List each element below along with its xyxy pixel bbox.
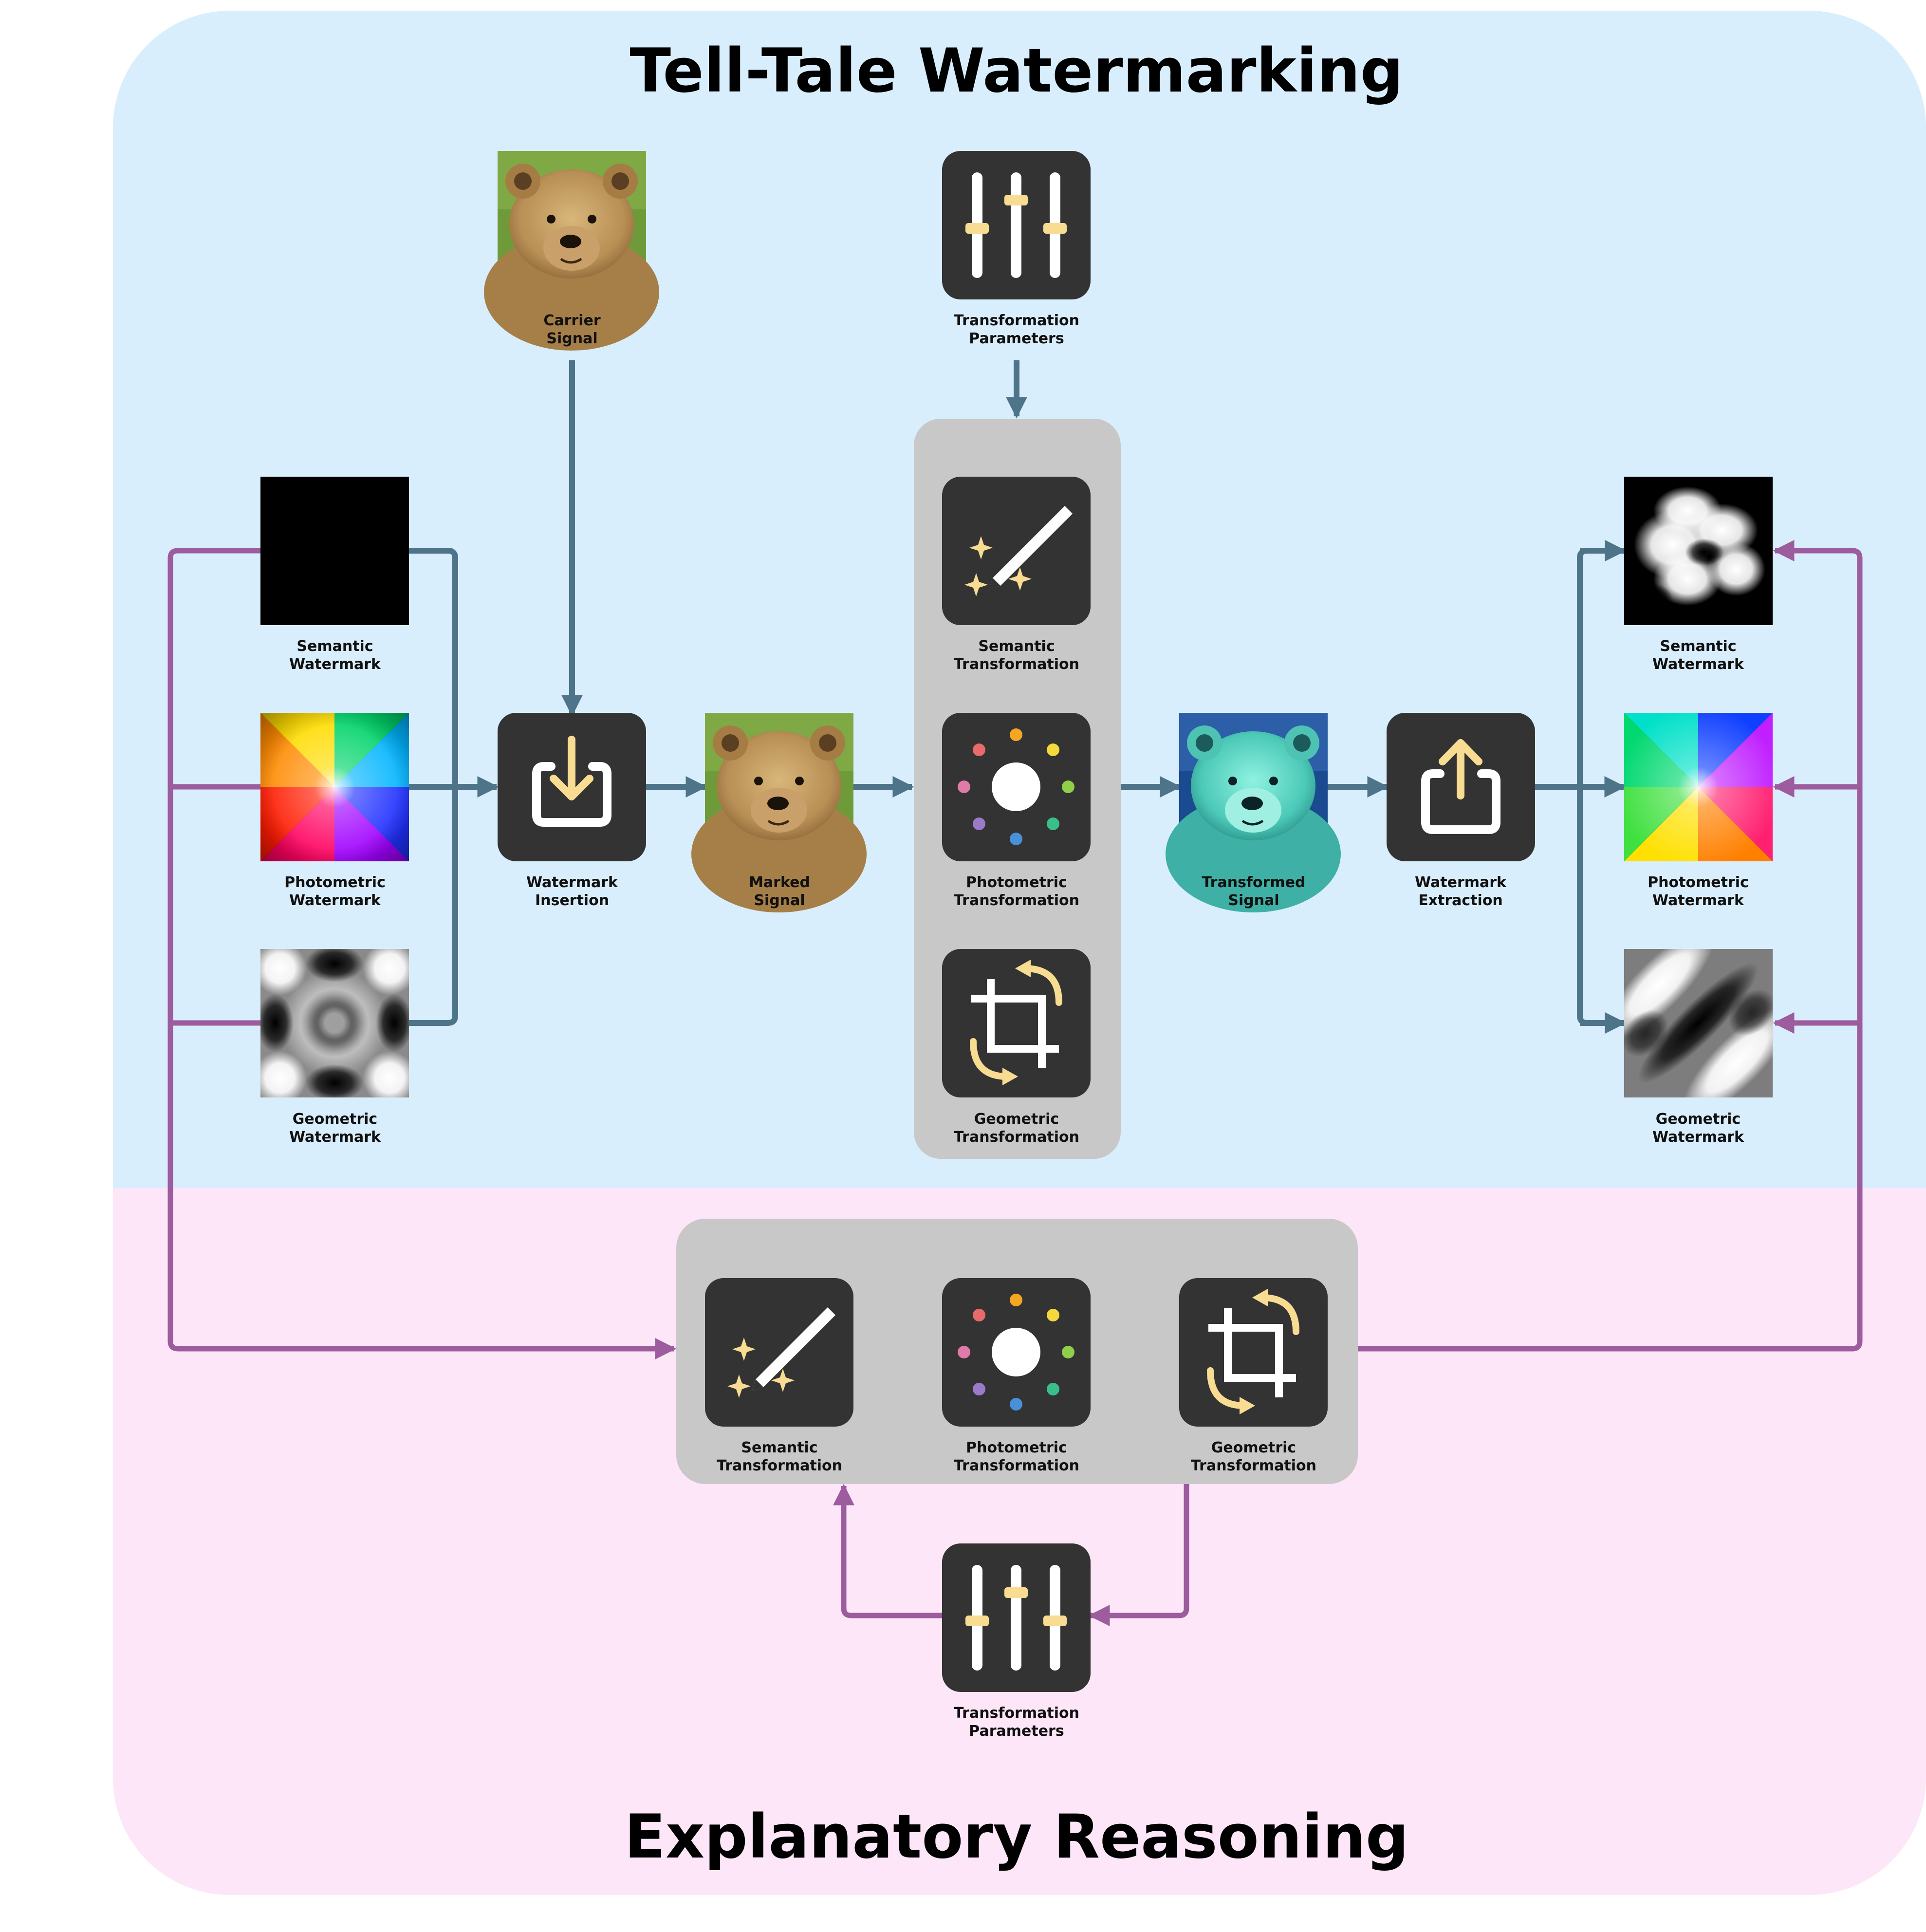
blue-flow-lines — [409, 360, 1627, 1034]
transformation-parameters-bottom-label-2: Parameters — [969, 1723, 1064, 1740]
geometric-transformation-bottom-label-1: Geometric — [1211, 1439, 1296, 1456]
photometric-transformation-label-2: Transformation — [954, 892, 1079, 909]
color-dots-icon — [942, 713, 1091, 861]
photometric-watermark-in-label-2: Watermark — [289, 892, 381, 909]
photometric-watermark-out-label-1: Photometric — [1648, 874, 1749, 891]
magic-pen-icon — [705, 1278, 853, 1427]
magic-pen-icon — [942, 477, 1091, 625]
geometric-transformation-label-1: Geometric — [974, 1111, 1059, 1128]
semantic-watermark-out-label-1: Semantic — [1660, 638, 1736, 655]
photometric-transformation-bottom-label-2: Transformation — [954, 1457, 1079, 1474]
geometric-watermark-out-label-2: Watermark — [1652, 1129, 1744, 1146]
semantic-watermark-output-image — [1624, 477, 1773, 625]
sliders-icon — [942, 151, 1091, 299]
semantic-watermark-in-label-2: Watermark — [289, 656, 381, 673]
watermark-insertion-label-2: Insertion — [535, 892, 609, 909]
geometric-watermark-in-label-2: Watermark — [289, 1129, 381, 1146]
watermark-insertion-label-1: Watermark — [526, 874, 618, 891]
photometric-watermark-out-label-2: Watermark — [1652, 892, 1744, 909]
upload-tray-icon — [1387, 713, 1535, 861]
marked-signal-label-2: Signal — [754, 892, 805, 909]
purple-flow-lines — [167, 540, 1863, 1626]
semantic-watermark-out-label-2: Watermark — [1652, 656, 1744, 673]
tell-tale-title: Tell-Tale Watermarking — [630, 36, 1403, 106]
semantic-transformation-bottom-label-2: Transformation — [717, 1457, 842, 1474]
sliders-icon — [942, 1543, 1091, 1692]
carrier-signal-label-2: Signal — [546, 330, 597, 347]
transformation-parameters-bottom-label-1: Transformation — [954, 1705, 1079, 1722]
carrier-signal-label-1: Carrier — [543, 312, 600, 329]
transformation-parameters-top-label-1: Transformation — [954, 312, 1079, 329]
semantic-transformation-label-2: Transformation — [954, 656, 1079, 673]
geometric-transformation-bottom-label-2: Transformation — [1191, 1457, 1316, 1474]
transformed-signal-label-1: Transformed — [1202, 874, 1306, 891]
semantic-transformation-label-1: Semantic — [978, 638, 1055, 655]
watermark-extraction-label-1: Watermark — [1415, 874, 1507, 891]
marked-signal-label-1: Marked — [749, 874, 810, 891]
semantic-watermark-input-image — [260, 477, 409, 625]
photometric-transformation-bottom-label-1: Photometric — [966, 1439, 1067, 1456]
photometric-watermark-output-image — [1624, 713, 1773, 861]
geometric-transformation-label-2: Transformation — [954, 1129, 1079, 1146]
transformation-parameters-top-label-2: Parameters — [969, 330, 1064, 347]
color-dots-icon — [942, 1278, 1091, 1427]
geometric-watermark-input-image — [260, 949, 409, 1097]
crop-rotate-icon — [1179, 1278, 1328, 1427]
download-tray-icon — [498, 713, 646, 861]
geometric-watermark-out-label-1: Geometric — [1656, 1111, 1741, 1128]
watermark-extraction-label-2: Extraction — [1418, 892, 1503, 909]
semantic-transformation-bottom-label-1: Semantic — [741, 1439, 817, 1456]
explanatory-title: Explanatory Reasoning — [624, 1802, 1408, 1872]
semantic-watermark-in-label-1: Semantic — [296, 638, 373, 655]
photometric-watermark-in-label-1: Photometric — [284, 874, 386, 891]
photometric-watermark-input-image — [260, 713, 409, 861]
photometric-transformation-label-1: Photometric — [966, 874, 1067, 891]
geometric-watermark-in-label-1: Geometric — [293, 1111, 377, 1128]
crop-rotate-icon — [942, 949, 1091, 1097]
transformed-signal-label-2: Signal — [1228, 892, 1279, 909]
